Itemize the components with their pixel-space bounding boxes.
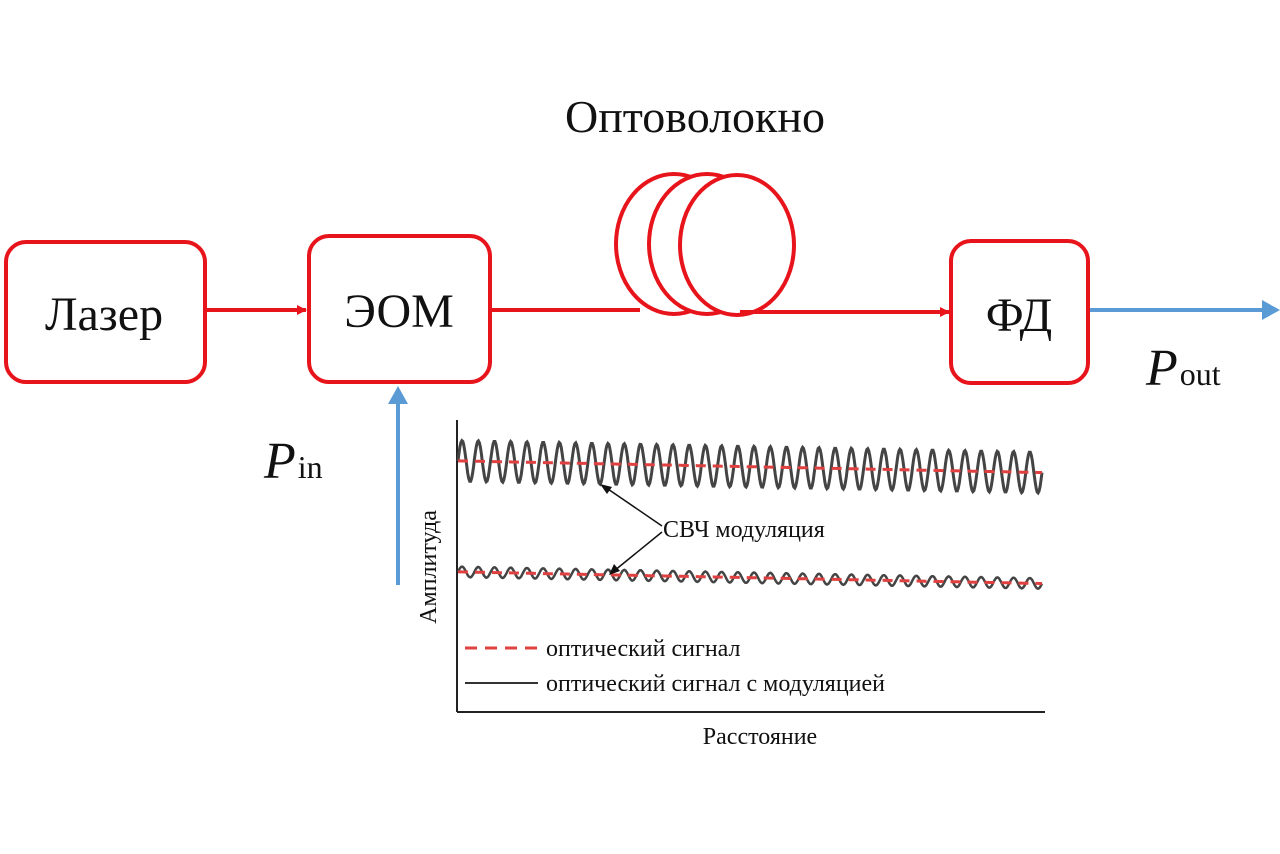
laser-block: Лазер bbox=[4, 240, 207, 384]
laser-label: Лазер bbox=[45, 288, 163, 341]
eom-block: ЭОМ bbox=[307, 234, 492, 384]
y-axis-label: Амплитуда bbox=[416, 510, 442, 624]
series-lower-optical bbox=[457, 570, 1042, 585]
plot-traces bbox=[456, 438, 1044, 591]
rf-modulation-annotation: СВЧ модуляция bbox=[663, 517, 825, 543]
legend-optical-label: оптический сигнал bbox=[546, 636, 741, 662]
input-arrow bbox=[388, 386, 408, 585]
p-in-label: Pin bbox=[263, 433, 323, 490]
eom-label: ЭОМ bbox=[344, 285, 454, 338]
annotation-arrows bbox=[600, 484, 663, 575]
fiber-coil-icon bbox=[614, 172, 796, 317]
output-arrow bbox=[1090, 300, 1280, 320]
photodetector-block: ФД bbox=[949, 239, 1090, 385]
x-axis-label: Расстояние bbox=[703, 724, 817, 750]
p-out-label: Pout bbox=[1145, 340, 1221, 397]
series-upper-optical bbox=[458, 459, 1043, 475]
pd-label: ФД bbox=[986, 289, 1052, 342]
inset-plot: СВЧ модуляция оптический сигнал оптическ… bbox=[416, 420, 1045, 750]
legend-modulated-label: оптический сигнал с модуляцией bbox=[546, 671, 885, 697]
fiber-label: Оптоволокно bbox=[565, 91, 825, 142]
